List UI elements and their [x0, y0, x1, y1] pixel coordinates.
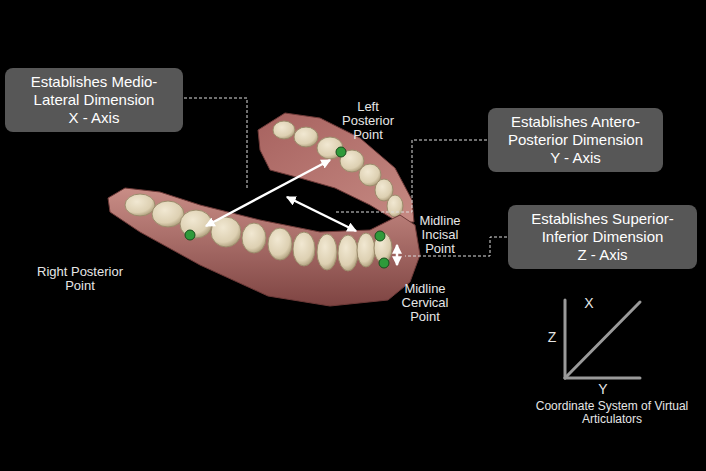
point-label: Midline Incisal Point — [412, 214, 468, 256]
callout-text: Y - Axis — [496, 149, 655, 167]
callout-box: Establishes Superior-Inferior DimensionZ… — [508, 205, 697, 269]
point-label: Left Posterior Point — [337, 100, 399, 142]
callout-text: Z - Axis — [516, 246, 689, 264]
callout-text: Establishes Superior-Inferior Dimension — [516, 210, 689, 246]
callout-box: Establishes Medio-Lateral DimensionX - A… — [5, 68, 183, 132]
callout-text: Establishes Medio-Lateral Dimension — [13, 73, 175, 109]
point-label: Midline Cervical Point — [395, 282, 455, 324]
figure-caption: Coordinate System of Virtual Articulator… — [532, 400, 692, 426]
callout-text: X - Axis — [13, 109, 175, 127]
axis-letter: Z — [544, 330, 560, 345]
point-label: Right Posterior Point — [28, 265, 132, 293]
callout-box: Establishes Antero-Posterior DimensionY … — [488, 108, 663, 172]
callout-text: Establishes Antero-Posterior Dimension — [496, 113, 655, 149]
axis-letter: X — [581, 296, 597, 311]
axis-letter: Y — [595, 382, 611, 397]
